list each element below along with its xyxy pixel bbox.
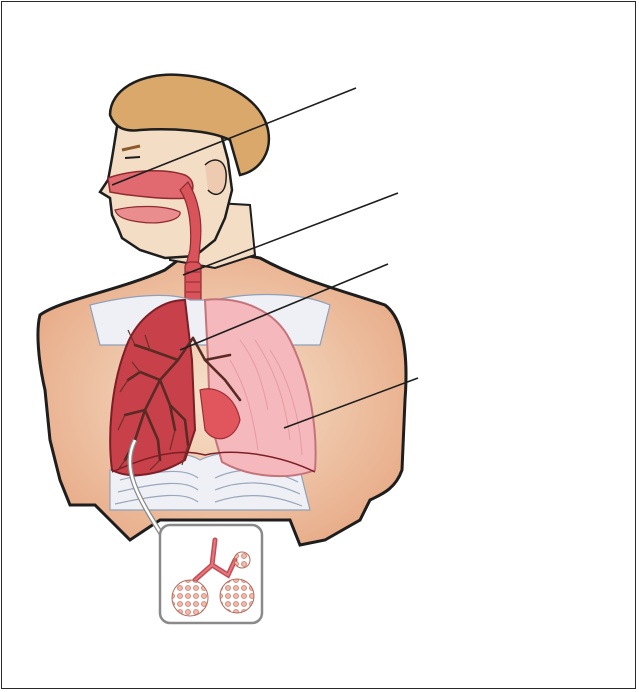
- eye: [125, 157, 140, 158]
- nasal-cavity: [108, 171, 193, 199]
- ear: [205, 160, 226, 194]
